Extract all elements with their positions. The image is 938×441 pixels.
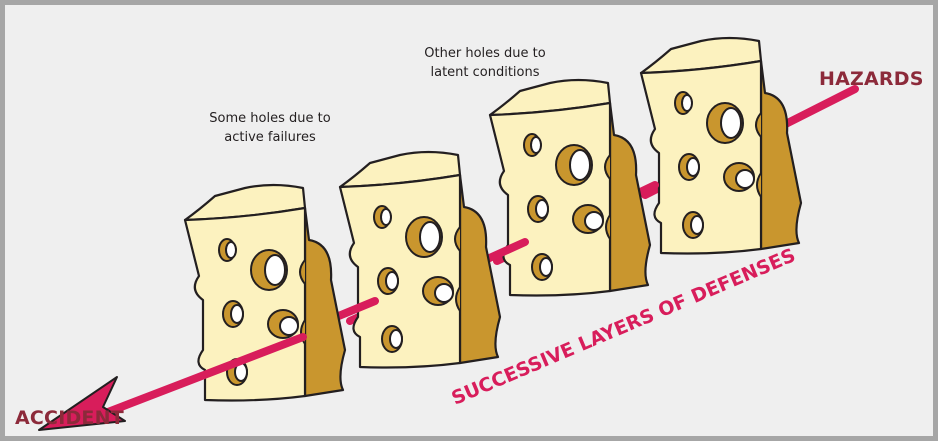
latent-label-line-1: Other holes due to (424, 46, 546, 61)
active-label-line-2: active failures (224, 130, 316, 145)
accident-label: ACCIDENT (15, 407, 124, 429)
defense-layer-4 (639, 36, 803, 255)
accident-arrow-shaft (91, 333, 307, 421)
defense-layer-3 (488, 78, 652, 297)
latent-label-line-2: latent conditions (430, 65, 540, 80)
active-label-line-1: Some holes due to (209, 111, 331, 126)
active-failures-label: Some holes due to active failures (185, 109, 355, 147)
swiss-cheese-diagram: SUCCESSIVE LAYERS OF DEFENSES (38, 36, 859, 431)
latent-conditions-label: Other holes due to latent conditions (400, 44, 570, 82)
defense-layer-2 (338, 150, 502, 369)
hazards-label: HAZARDS (819, 68, 924, 90)
accident-arrowhead-icon (38, 376, 126, 431)
defense-layer-1 (183, 183, 347, 402)
